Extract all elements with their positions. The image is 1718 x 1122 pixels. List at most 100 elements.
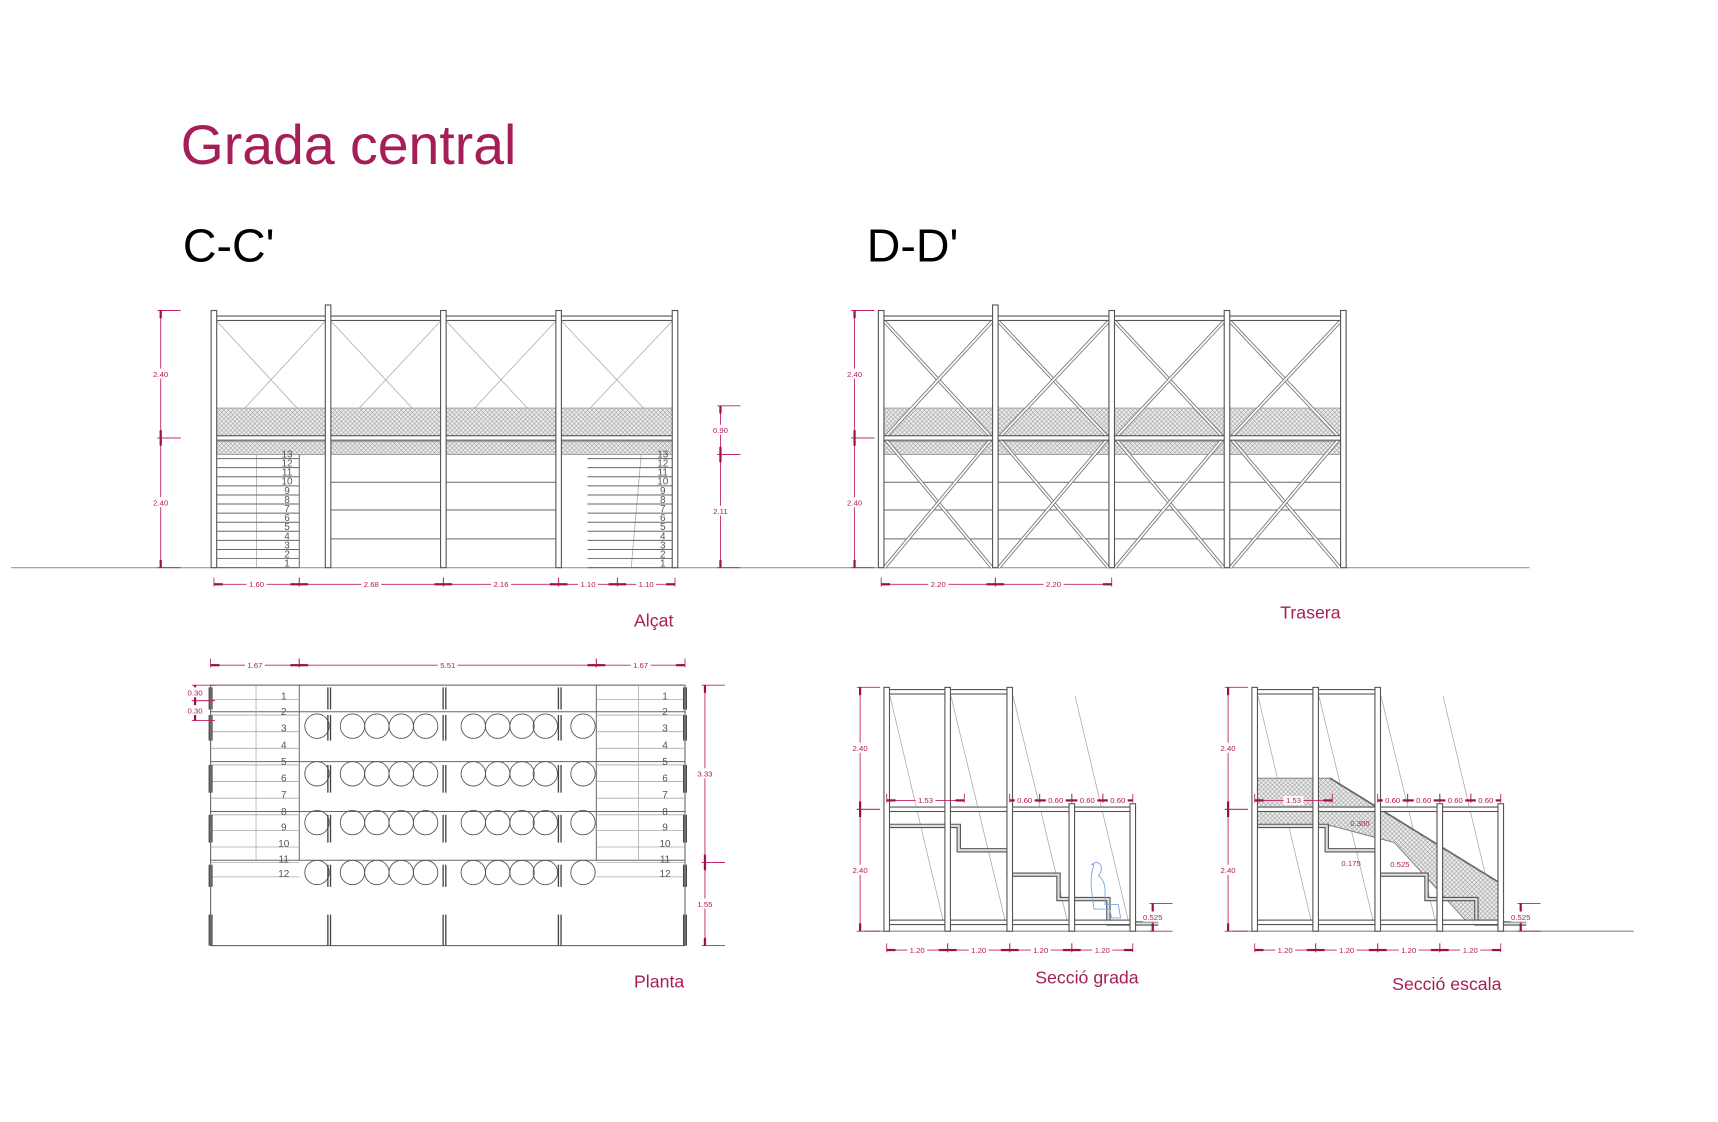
step-number: 6 xyxy=(662,774,668,785)
dimension-label: 2.68 xyxy=(364,580,379,589)
seat xyxy=(388,809,414,836)
seat xyxy=(460,809,486,836)
dimension-label: 0.60 xyxy=(1110,796,1125,805)
dimension-label-bg xyxy=(710,424,731,435)
dimension-label-bg xyxy=(968,945,989,955)
seat xyxy=(364,809,390,836)
step-number: 11 xyxy=(658,468,669,479)
dimension-label-bg xyxy=(850,864,871,875)
step-number: 4 xyxy=(284,531,290,542)
step-number: 3 xyxy=(281,724,287,735)
alcat-elevation: 12345678910111213123456789101112132.402.… xyxy=(11,304,1530,589)
seat xyxy=(460,761,486,787)
step-number: 2 xyxy=(660,549,666,560)
plan-outline xyxy=(210,684,686,947)
step-number: 4 xyxy=(281,740,287,751)
step-number: 2 xyxy=(284,549,290,560)
seat xyxy=(412,809,439,836)
step-number: 7 xyxy=(281,790,287,801)
seat xyxy=(304,713,330,739)
step-number: 11 xyxy=(282,468,293,479)
dimension-label-bg xyxy=(1107,795,1128,805)
dimension-label: 0.60 xyxy=(1416,796,1431,805)
dimension-label-bg xyxy=(1045,795,1066,805)
step-number: 3 xyxy=(662,724,668,735)
dimension-label: 1.67 xyxy=(247,661,262,670)
diagonal-brace-inner xyxy=(883,320,993,439)
column xyxy=(555,309,562,569)
column xyxy=(1497,803,1505,932)
seat xyxy=(532,713,558,739)
dimension-label: 0.60 xyxy=(1448,796,1463,805)
dimension-label: 0.90 xyxy=(713,426,728,435)
dimension-label-bg xyxy=(844,368,865,379)
dimension-label-bg xyxy=(185,705,206,716)
step-number: 10 xyxy=(278,839,290,850)
dimension-label: 0.30 xyxy=(188,689,203,698)
dimension-label: 1.20 xyxy=(1339,946,1354,955)
step-number: 7 xyxy=(662,790,668,801)
step-number: 9 xyxy=(660,486,666,497)
column xyxy=(992,304,999,569)
dimension-label-bg xyxy=(1092,945,1113,955)
diagonal-brace-inner xyxy=(1114,320,1225,439)
seat xyxy=(509,809,535,836)
step-number: 3 xyxy=(284,540,290,551)
step-number: 7 xyxy=(660,504,666,515)
step-number: 5 xyxy=(662,757,668,768)
step-number: 2 xyxy=(281,707,287,718)
seat xyxy=(412,761,439,787)
dimension-label-bg xyxy=(1218,864,1239,875)
step-number: 12 xyxy=(278,869,290,880)
column xyxy=(671,309,679,569)
dimension-label: 0.60 xyxy=(1478,796,1493,805)
seat xyxy=(570,713,596,739)
step-number: 5 xyxy=(281,757,287,768)
label-seccio-escala: Secció escala xyxy=(1392,974,1501,994)
seat xyxy=(339,761,366,787)
step-number: 2 xyxy=(662,707,668,718)
dimension-label: 1.20 xyxy=(1278,946,1293,955)
dimension-label: 2.40 xyxy=(1221,866,1236,875)
dimension-label: 1.10 xyxy=(639,580,654,589)
sheet-title: Grada central xyxy=(181,114,517,176)
step-number: 1 xyxy=(662,692,668,703)
section-title-cc: C-C' xyxy=(183,220,275,272)
step-number: 13 xyxy=(282,449,294,460)
dimension-label: 2.11 xyxy=(713,507,728,516)
riser-dimension: 0.175 xyxy=(1341,859,1360,868)
dimension-label: 2.40 xyxy=(1221,744,1236,753)
step-number: 1 xyxy=(281,692,287,703)
step-number: 9 xyxy=(662,822,668,833)
column xyxy=(210,309,218,569)
column xyxy=(1068,803,1076,932)
dimension-label-bg xyxy=(850,742,871,753)
step-number: 10 xyxy=(282,477,294,488)
dimension-label: 1.67 xyxy=(633,661,648,670)
step-number: 12 xyxy=(659,869,671,880)
dimension-label-bg xyxy=(1283,795,1304,805)
step-number: 5 xyxy=(660,522,666,533)
column xyxy=(324,304,332,569)
seat xyxy=(304,761,330,787)
label-planta: Planta xyxy=(634,972,684,992)
stair-profile-inner xyxy=(886,824,1159,925)
seat xyxy=(460,713,486,739)
seat xyxy=(339,809,366,836)
dimension-label-bg xyxy=(150,368,171,379)
dimension-label: 2.20 xyxy=(931,580,946,589)
dimension-label-bg xyxy=(928,579,949,589)
seat xyxy=(364,713,390,739)
column xyxy=(1251,686,1259,932)
dimension-label-bg xyxy=(1336,945,1357,955)
dimension-label: 2.20 xyxy=(1046,580,1061,589)
dimension-label: 1.10 xyxy=(580,580,595,589)
step-number: 1 xyxy=(284,559,290,570)
dimension-label: 1.60 xyxy=(249,580,264,589)
dimension-label-bg xyxy=(636,579,657,589)
dimension-label: 2.40 xyxy=(853,744,868,753)
step-number: 9 xyxy=(281,822,287,833)
